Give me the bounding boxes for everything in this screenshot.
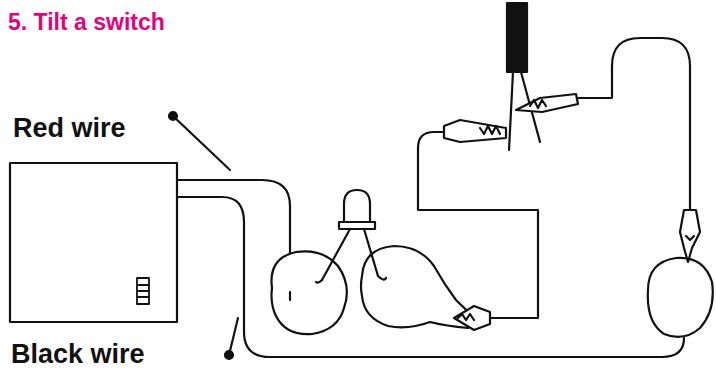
dough-ball [361, 246, 476, 328]
tilt-switch [507, 3, 527, 72]
clip-wire [578, 38, 690, 210]
black-wire [177, 197, 684, 357]
alligator-clip [516, 94, 578, 112]
clip-wire [418, 132, 538, 318]
battery-switch [137, 278, 149, 304]
part-label: Black wire [11, 340, 145, 370]
alligator-clip [454, 306, 490, 330]
leader-line [173, 116, 230, 170]
battery-box [10, 163, 177, 322]
leader-line [229, 318, 238, 355]
alligator-clip [444, 120, 506, 142]
led [316, 190, 386, 283]
switch-leg [509, 72, 513, 150]
part-label: Red wire [13, 114, 126, 144]
diagram-title: 5. Tilt a switch [8, 10, 165, 35]
dough-ball [648, 258, 713, 337]
dough-ball [272, 251, 347, 334]
alligator-clip [680, 210, 700, 262]
